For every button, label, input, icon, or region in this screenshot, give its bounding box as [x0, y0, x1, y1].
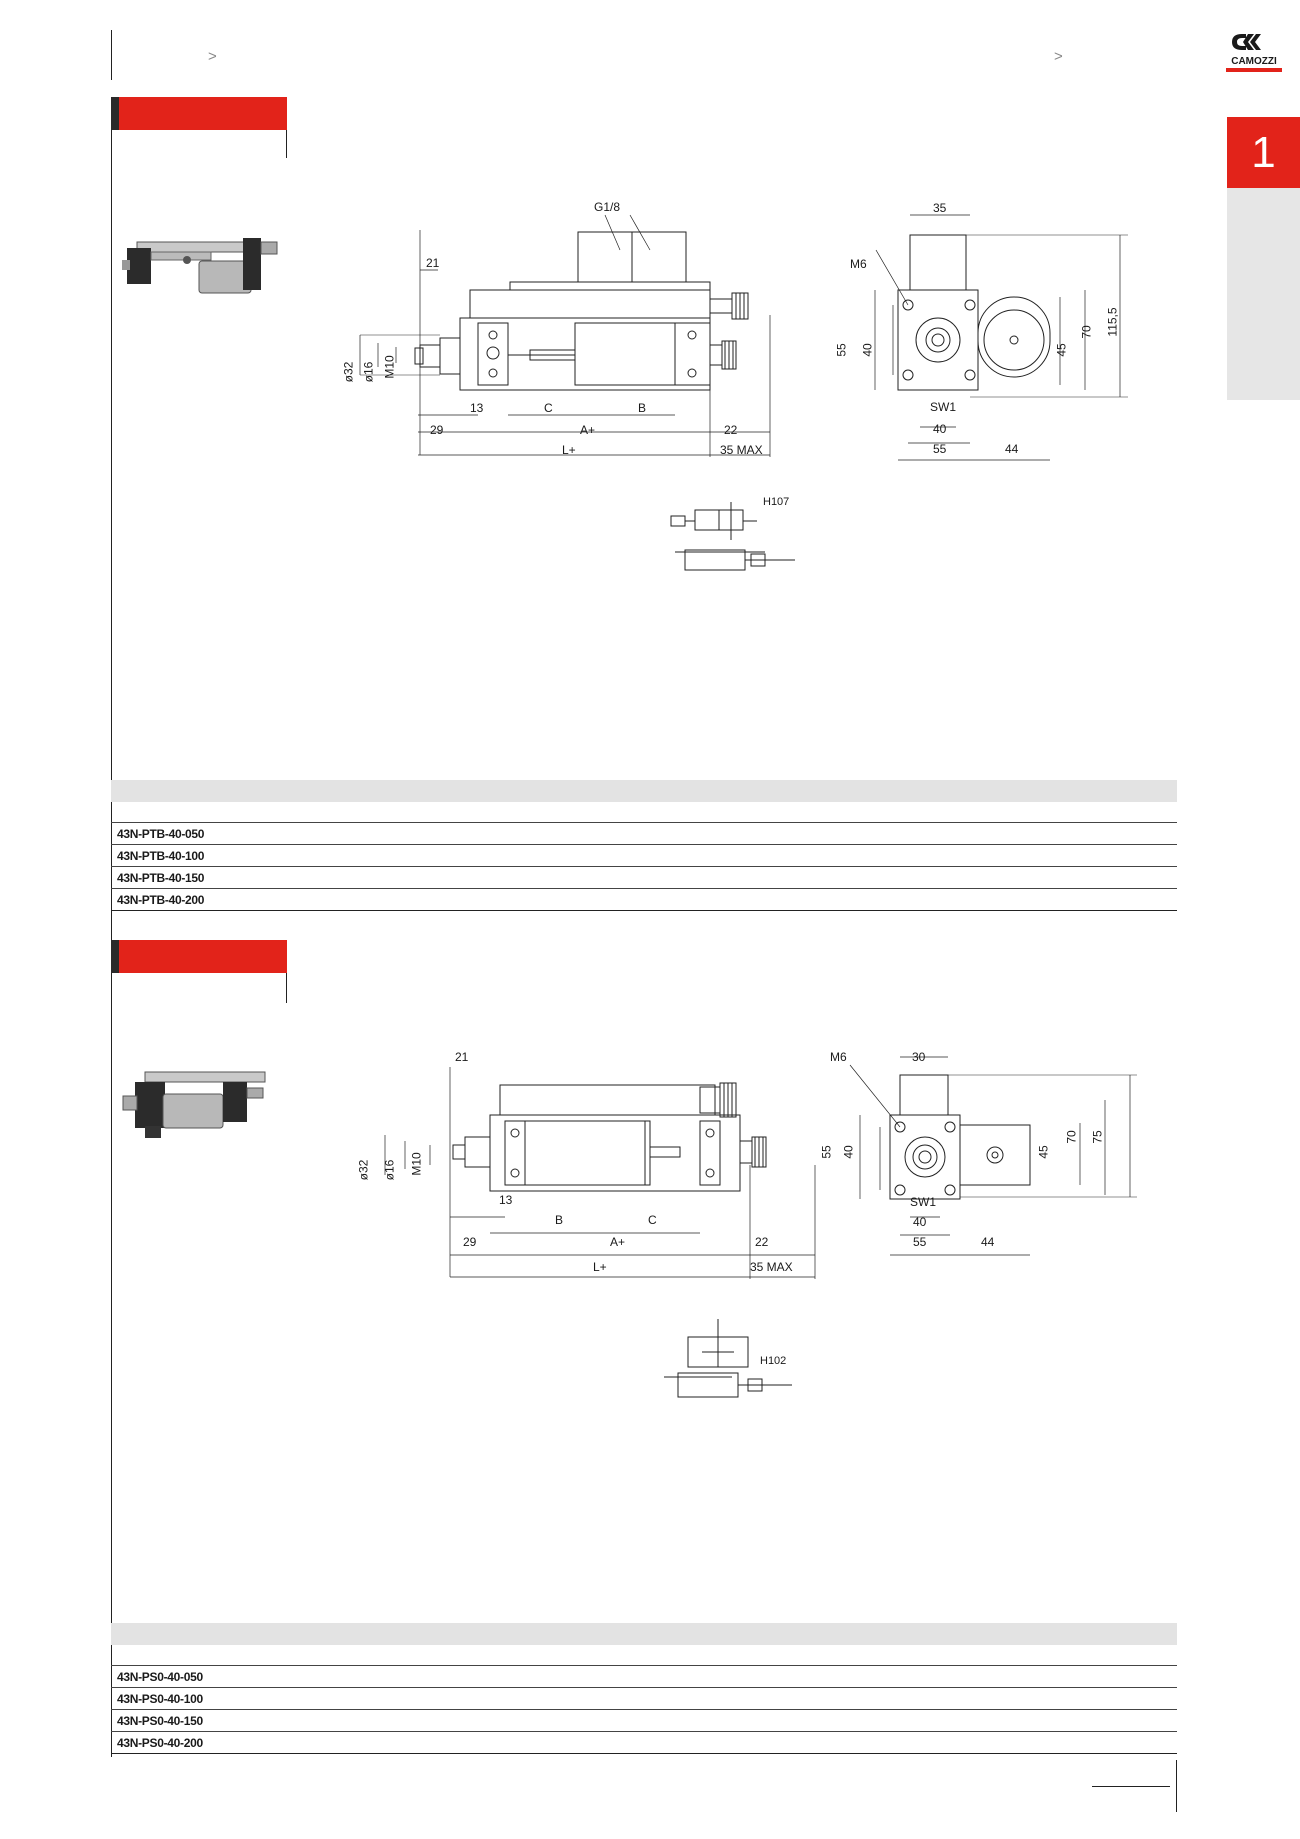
table-subheader	[111, 1645, 1177, 1666]
section2-header-dark	[111, 940, 119, 973]
dim-label: C	[648, 1213, 657, 1227]
dim-label: 45	[1036, 1145, 1051, 1159]
dim-label: 44	[981, 1235, 995, 1249]
dim-label: 40	[933, 422, 947, 436]
table-row[interactable]: 43N-PS0-40-050	[111, 1666, 1177, 1688]
symbol-label: H102	[760, 1355, 787, 1367]
dim-label: 115,5	[1105, 307, 1120, 337]
section1-pneumatic-symbol: H107	[665, 492, 805, 582]
header-left-rule	[111, 30, 112, 80]
dim-label: 29	[430, 423, 444, 437]
dim-label: ø32	[341, 361, 356, 383]
table-row[interactable]: 43N-PS0-40-200	[111, 1732, 1177, 1754]
dim-label: 40	[841, 1145, 856, 1159]
dim-label: 55	[834, 343, 849, 357]
dim-label: A+	[580, 423, 596, 437]
breadcrumb-chevron-left[interactable]: >	[208, 48, 217, 65]
chapter-tab-grey	[1227, 188, 1300, 400]
dim-label: 75	[1090, 1130, 1105, 1144]
dim-label: L+	[593, 1260, 607, 1274]
table-row[interactable]: 43N-PS0-40-100	[111, 1688, 1177, 1710]
chapter-tab-number[interactable]: 1	[1227, 117, 1300, 188]
table-row[interactable]: 43N-PTB-40-150	[111, 867, 1177, 889]
dim-label: 40	[860, 343, 875, 357]
dim-label: 22	[724, 423, 738, 437]
dim-label: ø16	[382, 1159, 397, 1181]
section1-header-rule	[286, 130, 287, 158]
section1-product-photo	[117, 228, 282, 298]
dim-label: ø16	[361, 361, 376, 383]
table-header	[111, 1623, 1177, 1645]
table-header	[111, 780, 1177, 802]
table-subheader	[111, 802, 1177, 823]
section2-header-red	[119, 940, 287, 973]
page-left-rule	[111, 97, 112, 1757]
dim-label: 21	[426, 256, 440, 270]
dim-label: M6	[830, 1050, 847, 1064]
camozzi-wordmark: CAMOZZI	[1231, 56, 1277, 67]
footer-rule	[1092, 1786, 1170, 1787]
dim-label: 35 MAX	[720, 443, 763, 457]
table-row[interactable]: 43N-PTB-40-050	[111, 823, 1177, 845]
symbol-label: H107	[763, 496, 790, 508]
dim-label: C	[544, 401, 553, 415]
dim-label: 22	[755, 1235, 769, 1249]
dim-label: 35 MAX	[750, 1260, 793, 1274]
dim-label: SW1	[910, 1195, 937, 1209]
dim-label: SW1	[930, 400, 957, 414]
dim-label: 35	[933, 201, 947, 215]
dim-label: ø32	[356, 1159, 371, 1181]
dim-label: 13	[470, 401, 484, 415]
dim-label: L+	[562, 443, 576, 457]
section1-header-dark	[111, 97, 119, 130]
section1-table: 43N-PTB-40-050 43N-PTB-40-100 43N-PTB-40…	[111, 780, 1177, 911]
dim-label: 55	[913, 1235, 927, 1249]
camozzi-logo: CAMOZZI	[1224, 30, 1284, 76]
dim-label: 55	[819, 1145, 834, 1159]
dim-label: 29	[463, 1235, 477, 1249]
table-row[interactable]: 43N-PS0-40-150	[111, 1710, 1177, 1732]
dim-label: A+	[610, 1235, 626, 1249]
dim-label: 55	[933, 442, 947, 456]
dim-label: 70	[1064, 1130, 1079, 1144]
breadcrumb-chevron-right[interactable]: >	[1054, 48, 1063, 65]
section2-product-photo	[115, 1066, 285, 1146]
table-row[interactable]: 43N-PTB-40-100	[111, 845, 1177, 867]
dim-label: 45	[1054, 343, 1069, 357]
dim-label: 44	[1005, 442, 1019, 456]
dim-label: G1/8	[594, 200, 621, 214]
dim-label: 21	[455, 1050, 469, 1064]
section1-technical-drawing: G1/8 21 35 M6 115,5 55 40 45 70 ø32 ø16 …	[330, 195, 1160, 595]
dim-label: M10	[409, 1152, 424, 1176]
dim-label: 13	[499, 1193, 513, 1207]
table-row[interactable]: 43N-PTB-40-200	[111, 889, 1177, 911]
section2-table: 43N-PS0-40-050 43N-PS0-40-100 43N-PS0-40…	[111, 1623, 1177, 1754]
dim-label: 70	[1079, 325, 1094, 339]
section1-header-red	[119, 97, 287, 130]
section2-pneumatic-symbol: H102	[662, 1317, 802, 1407]
section2-technical-drawing: 21 30 M6 ø32 ø16 M10 55 40 70 75 45 13 B…	[345, 1045, 1145, 1365]
dim-label: M6	[850, 257, 867, 271]
dim-label: B	[638, 401, 647, 415]
dim-label: B	[555, 1213, 564, 1227]
dim-label: M10	[382, 355, 397, 379]
section2-header-rule	[286, 973, 287, 1003]
dim-label: 30	[912, 1050, 926, 1064]
dim-label: 40	[913, 1215, 927, 1229]
footer-vertical-rule	[1176, 1760, 1177, 1812]
